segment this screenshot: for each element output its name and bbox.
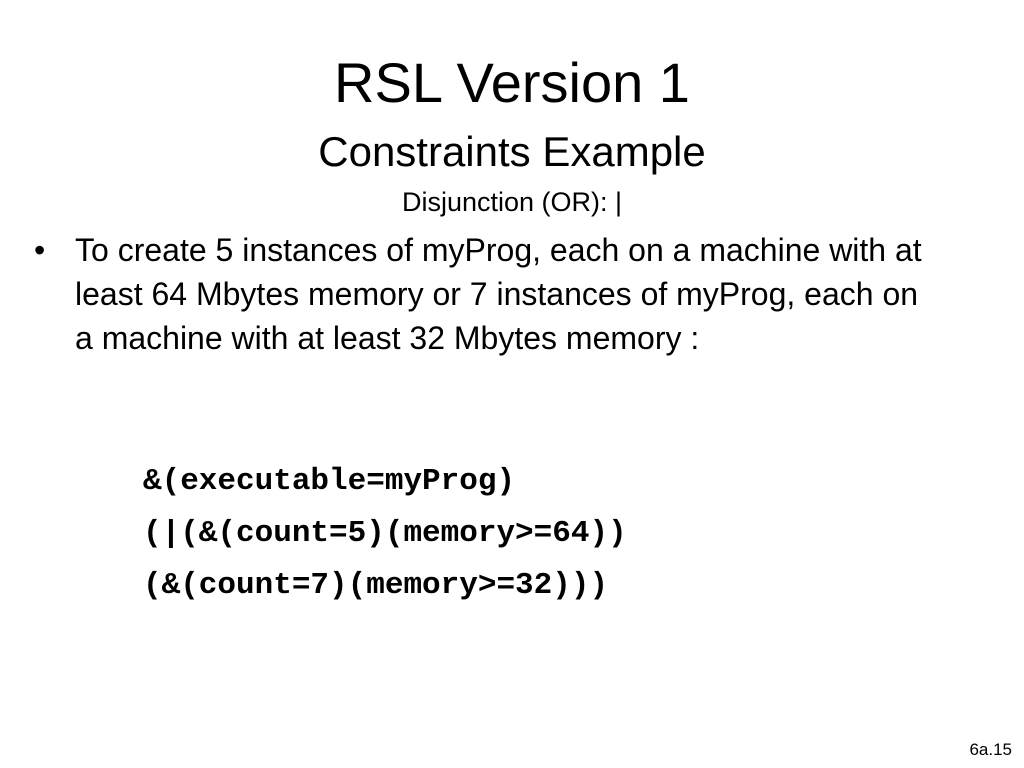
bullet-item: • To create 5 instances of myProg, each … [34, 228, 934, 360]
slide-title: RSL Version 1 [334, 51, 690, 114]
code-block: &(executable=myProg) (|(&(count=5)(memor… [143, 456, 627, 612]
slide-subtitle: Constraints Example [318, 128, 706, 175]
code-line: &(executable=myProg) [143, 464, 516, 499]
code-line: (&(count=7)(memory>=32))) [143, 568, 609, 603]
bullet-list: • To create 5 instances of myProg, each … [34, 228, 934, 360]
slide-number: 6a.15 [969, 740, 1012, 759]
bullet-text: To create 5 instances of myProg, each on… [75, 232, 922, 356]
code-line: (|(&(count=5)(memory>=64)) [143, 516, 627, 551]
bullet-marker: • [34, 232, 46, 268]
slide-subsubtitle: Disjunction (OR): | [401, 187, 623, 217]
